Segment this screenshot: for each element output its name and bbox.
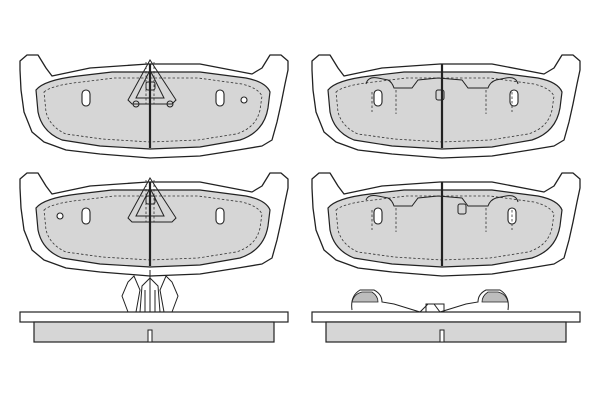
slot-right [215,89,225,107]
friction-profile [325,321,567,343]
center-slot [147,329,153,343]
slot-left [81,207,91,225]
slot-left [373,89,383,107]
backing-plate-profile [19,311,289,323]
slot-right [509,89,519,107]
slot-left [81,89,91,107]
slot-left [373,207,383,225]
backing-plate-profile [311,311,581,323]
rivet-hole [240,96,248,104]
friction-profile [33,321,275,343]
slot-right [215,207,225,225]
spring-clip [365,195,519,232]
spring-clip-profile [351,289,509,313]
sensor-clip-profile [121,270,179,314]
profile-bottom-left [19,270,289,343]
pad-middle-left [19,172,289,277]
pad-middle-right [311,172,581,277]
profile-bottom-right [311,289,581,343]
center-slot [439,329,445,343]
rivet-hole [56,212,64,220]
pad-top-right [311,54,581,159]
sensor-clip [127,59,177,108]
pad-top-left [19,54,289,159]
spring-clip [365,77,519,114]
